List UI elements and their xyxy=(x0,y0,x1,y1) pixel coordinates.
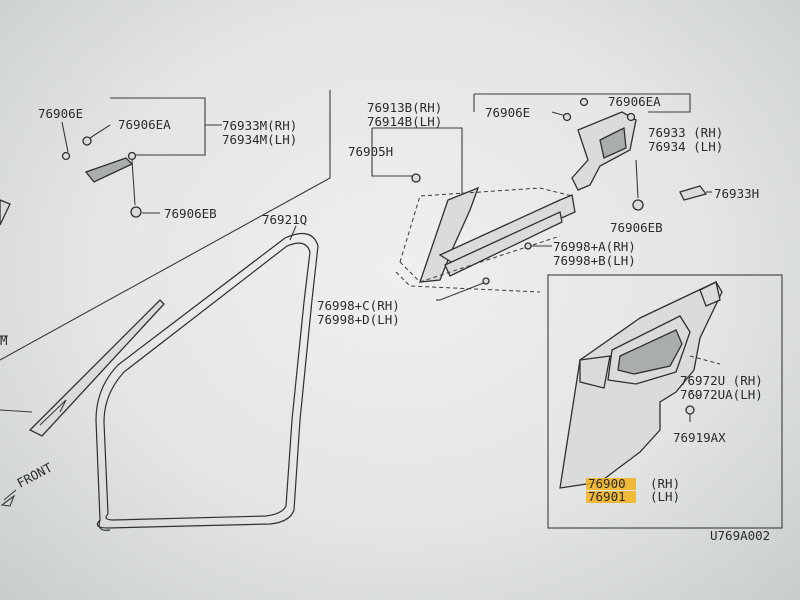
c-pillar-trim-76933 xyxy=(571,111,637,191)
label-76906E-left: 76906E xyxy=(38,106,83,121)
clip-76906EB-left xyxy=(130,206,142,218)
middle-callout-box xyxy=(371,127,463,196)
label-76900-number: 76900 xyxy=(588,476,626,491)
garnish-76933M-shape xyxy=(84,157,134,183)
left-edge-fragment xyxy=(0,199,11,226)
label-76934M: 76934M(LH) xyxy=(222,132,297,147)
label-76998A: 76998+A(RH) xyxy=(553,239,636,254)
label-76914B: 76914B(LH) xyxy=(367,114,442,129)
label-76906EA-left: 76906EA xyxy=(118,117,171,132)
clip-76919AX xyxy=(685,405,695,415)
label-edge-m: M xyxy=(0,333,8,348)
label-76972U: 76972U (RH) xyxy=(680,373,763,388)
label-76972UA: 76972UA(LH) xyxy=(680,387,763,402)
label-76998B: 76998+B(LH) xyxy=(553,253,636,268)
divider-line xyxy=(0,90,331,361)
label-76901-number: 76901 xyxy=(588,489,626,504)
b-pillar-trim xyxy=(419,186,576,283)
label-76919AX: 76919AX xyxy=(673,430,726,445)
highlight-76901 xyxy=(586,491,636,503)
highlight-76900 xyxy=(586,478,636,490)
label-76998C: 76998+C(RH) xyxy=(317,298,400,313)
right-callout-box xyxy=(473,93,691,113)
clip-top-left-b xyxy=(127,151,137,161)
label-76921Q: 76921Q xyxy=(262,212,307,227)
garnish-76933H xyxy=(679,185,708,201)
label-76906EB-left: 76906EB xyxy=(164,206,217,221)
label-76905H: 76905H xyxy=(348,144,393,159)
label-front: FRONT xyxy=(14,460,55,491)
label-76906EB-right: 76906EB xyxy=(610,220,663,235)
left-callout-box xyxy=(110,97,222,156)
label-76906EA-right: 76906EA xyxy=(608,94,661,109)
label-76933H: 76933H xyxy=(714,186,759,201)
label-76906E-right: 76906E xyxy=(485,105,530,120)
clip-76906E-left xyxy=(61,151,71,161)
label-76901-side: (LH) xyxy=(650,489,680,504)
label-76934: 76934 (LH) xyxy=(648,139,723,154)
label-76933M: 76933M(RH) xyxy=(222,118,297,133)
rear-side-trim-76900 xyxy=(559,281,723,489)
diagram-code: U769A002 xyxy=(710,528,770,543)
clip-top-right-a xyxy=(626,112,636,122)
label-76913B: 76913B(RH) xyxy=(367,100,442,115)
clip-76906EA-right xyxy=(579,97,589,107)
label-76933: 76933 (RH) xyxy=(648,125,723,140)
clip-76906EB-right xyxy=(632,199,644,211)
clip-76905H xyxy=(411,173,421,183)
clip-76998C xyxy=(482,277,490,285)
door-weatherstrip-76921Q xyxy=(95,232,319,531)
label-76900-side: (RH) xyxy=(650,476,680,491)
inset-box xyxy=(547,274,783,529)
label-76998D: 76998+D(LH) xyxy=(317,312,400,327)
clip-76998A xyxy=(524,242,532,250)
front-arrow xyxy=(0,489,17,507)
clip-76906EA-left xyxy=(82,136,92,146)
clip-76906E-right xyxy=(562,112,572,122)
